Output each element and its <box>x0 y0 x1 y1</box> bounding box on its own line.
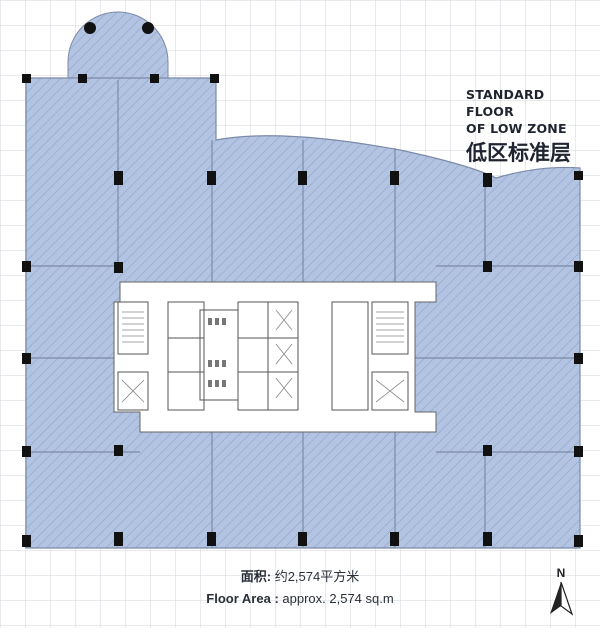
column <box>207 171 216 185</box>
column <box>574 446 583 457</box>
column <box>298 171 307 185</box>
column <box>22 74 31 83</box>
area-value-cn: 约2,574平方米 <box>274 569 360 584</box>
column <box>114 532 123 546</box>
elevator-shafts <box>121 309 405 403</box>
column <box>210 74 219 83</box>
area-label-cn: 面积: <box>240 569 272 584</box>
column <box>390 171 399 185</box>
column <box>114 262 123 273</box>
column <box>22 353 31 364</box>
stair-left-lobby <box>117 371 149 411</box>
stair-right <box>371 301 409 355</box>
elevator-bank-a <box>167 301 205 411</box>
column <box>483 261 492 272</box>
stair-treads <box>122 311 404 343</box>
title-chinese: 低区标准层 <box>466 141 571 165</box>
structural-columns <box>22 22 583 547</box>
title-line-2: OF LOW ZONE <box>466 121 567 136</box>
column <box>22 261 31 272</box>
plan-title: STANDARD FLOOR OF LOW ZONE 低区标准层 <box>466 86 596 167</box>
column <box>298 532 307 546</box>
column <box>150 74 159 83</box>
core-fixtures <box>208 318 226 387</box>
column <box>22 446 31 457</box>
column <box>22 535 31 547</box>
area-value-en: approx. 2,574 sq.m <box>282 591 394 606</box>
column <box>574 261 583 272</box>
stair-left <box>117 301 149 355</box>
column <box>390 532 399 546</box>
column <box>84 22 96 34</box>
column <box>114 171 123 185</box>
column <box>483 532 492 546</box>
core-outline <box>113 281 437 433</box>
north-arrow-icon <box>550 581 574 616</box>
column <box>78 74 87 83</box>
column <box>483 445 492 456</box>
floor-area-caption: 面积: 约2,574平方米 Floor Area : approx. 2,574… <box>150 566 450 610</box>
column <box>574 171 583 180</box>
core-rooms <box>117 301 409 411</box>
column <box>483 173 492 187</box>
area-line-cn: 面积: 约2,574平方米 <box>150 566 450 588</box>
column <box>142 22 154 34</box>
column <box>574 353 583 364</box>
north-label: N <box>556 566 566 580</box>
area-line-en: Floor Area : approx. 2,574 sq.m <box>150 588 450 610</box>
north-arrow: N <box>546 566 576 622</box>
title-line-1: STANDARD FLOOR <box>466 87 545 119</box>
column <box>207 532 216 546</box>
column <box>574 535 583 547</box>
stair-right-lobby <box>371 371 409 411</box>
column <box>114 445 123 456</box>
service-room <box>331 301 369 411</box>
building-core <box>113 281 437 433</box>
area-label-en: Floor Area : <box>206 591 279 606</box>
